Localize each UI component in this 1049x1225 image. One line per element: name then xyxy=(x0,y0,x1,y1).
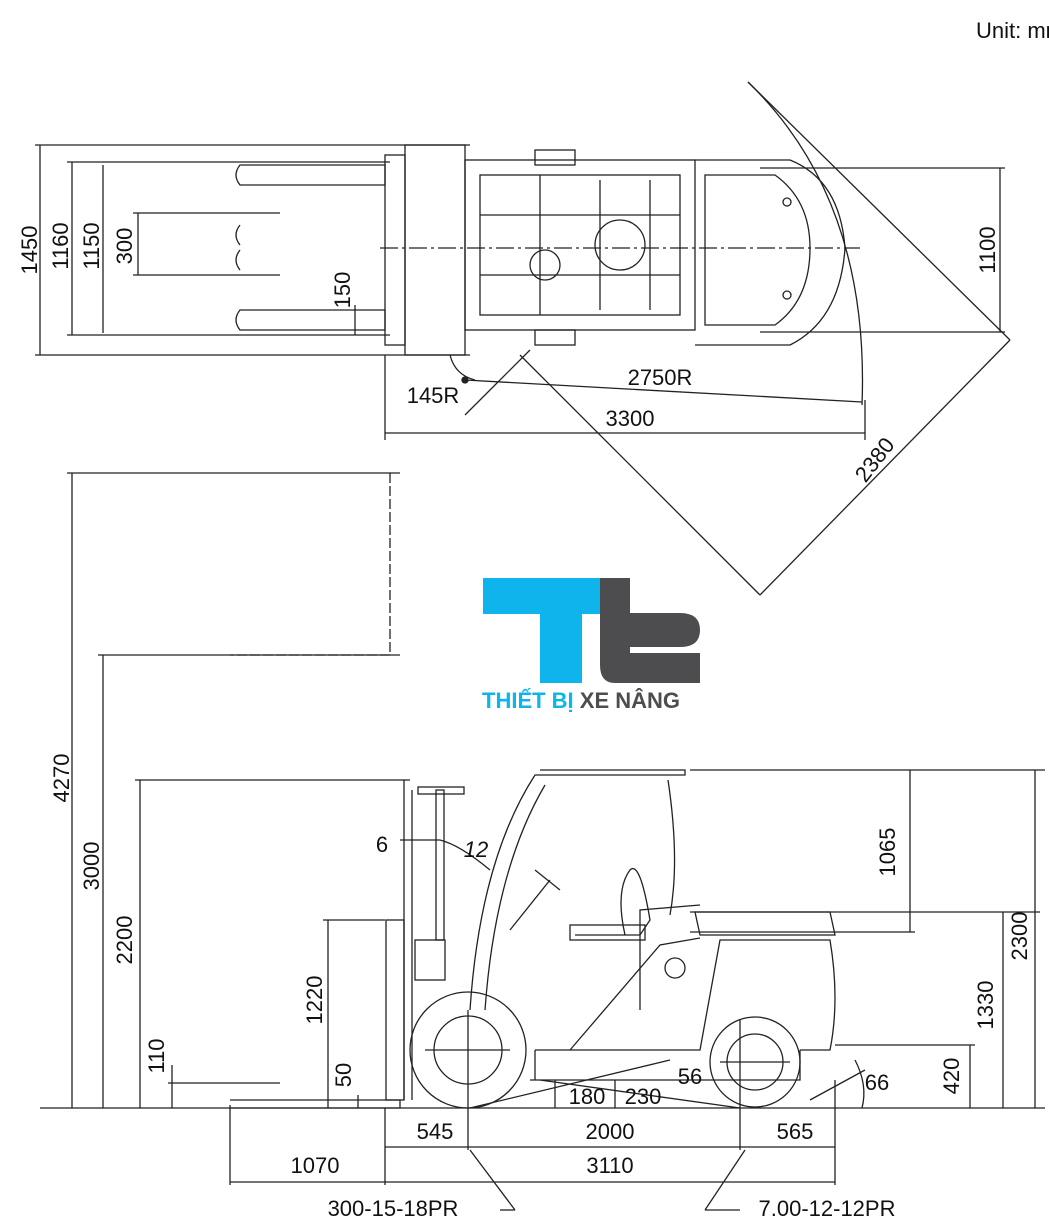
logo-text-part1: THIẾT BỊ xyxy=(482,688,574,713)
logo-text: THIẾT BỊ XE NÂNG xyxy=(482,688,680,714)
dim-fork-spread: 1150 xyxy=(79,222,104,270)
dim-inner-radius: 145R xyxy=(406,383,460,408)
dim-fork-gap: 300 xyxy=(112,227,137,265)
dim-length-to-face: 3110 xyxy=(586,1153,634,1178)
dim-tow-pin: 420 xyxy=(939,1057,964,1095)
dim-fork-length: 1070 xyxy=(290,1153,340,1178)
dim-backrest: 1220 xyxy=(302,975,327,1025)
dim-free-lift: 110 xyxy=(144,1038,169,1074)
dim-fork-thickness: 50 xyxy=(331,1062,356,1088)
front-tire-spec: 300-15-18PR xyxy=(327,1196,459,1221)
dim-clearance-mast: 180 xyxy=(568,1084,606,1109)
dim-rear-overhang: 565 xyxy=(776,1119,814,1144)
brand-logo-icon xyxy=(483,578,700,683)
dim-overall-length: 3300 xyxy=(605,406,655,431)
dim-fork-width: 150 xyxy=(330,271,355,309)
dim-tilt-forward: 6 xyxy=(375,832,389,857)
dim-front-overhang: 545 xyxy=(416,1119,454,1144)
side-view xyxy=(40,472,1045,1211)
dim-departure-angle: 66 xyxy=(864,1070,890,1095)
dim-overall-width: 1450 xyxy=(17,225,42,275)
dim-turning-radius: 2750R xyxy=(627,365,693,390)
dim-seat-height: 1330 xyxy=(973,980,998,1030)
dim-width-1160: 1160 xyxy=(48,222,73,270)
rear-tire-spec: 7.00-12-12PR xyxy=(758,1196,896,1221)
dim-wheelbase: 2000 xyxy=(585,1119,635,1144)
unit-label: Unit: mm xyxy=(976,18,1049,43)
logo-text-part2: XE NÂNG xyxy=(579,688,681,713)
dim-tilt-back: 12 xyxy=(463,837,489,862)
dim-mast-lowered: 2200 xyxy=(112,915,137,965)
dim-overhead-guard: 2300 xyxy=(1007,911,1032,961)
dim-headroom: 1065 xyxy=(875,827,900,877)
dim-ramp-angle: 56 xyxy=(677,1064,703,1089)
dim-rear-width: 1100 xyxy=(975,226,1000,274)
top-view xyxy=(35,81,1011,596)
dim-lift-height: 3000 xyxy=(79,841,104,891)
dim-max-height: 4270 xyxy=(49,753,74,803)
dim-clearance-center: 230 xyxy=(624,1084,662,1109)
